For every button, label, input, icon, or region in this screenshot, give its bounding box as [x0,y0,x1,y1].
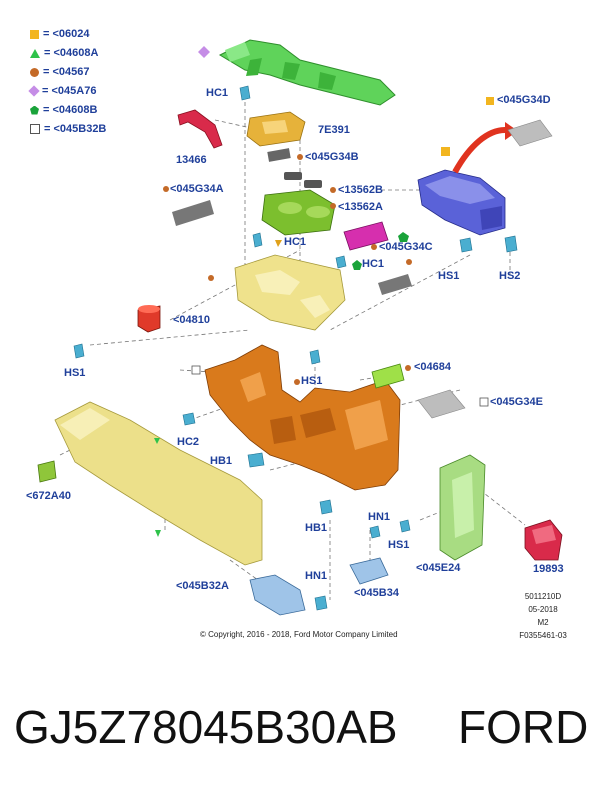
triangle-marker-icon [275,240,282,247]
circle-marker-icon [163,186,169,192]
label-13562a: <13562A [338,201,383,213]
part-04684 [371,363,405,389]
pentagon-icon [30,105,39,115]
circle-marker-icon [405,365,411,371]
triangle-icon [30,48,40,58]
part-19893 [524,519,563,561]
upper-green-frame [218,39,396,106]
main-bracket [204,344,401,491]
pad-045g34d [507,119,553,147]
box-marker-icon [191,365,201,375]
label-7e391: 7E391 [318,124,350,136]
label-hc2: HC2 [177,436,200,448]
bracket-045b34 [349,557,389,585]
circle-marker-icon [371,244,377,250]
label-hc1-top: HC1 [206,87,229,99]
bracket-045e24 [439,454,486,561]
label-13562b: <13562B [338,184,383,196]
label-hs1-center: HS1 [301,375,323,387]
legend-text: = <04567 [43,66,90,78]
label-045b34: <045B34 [354,587,399,599]
part-672a40 [37,460,57,483]
label-672a40: <672A40 [26,490,71,502]
part-number: GJ5Z78045B30AB [14,701,398,753]
label-hs1-right: HS1 [438,270,460,282]
legend-row-triangle: = <04608A [30,47,98,59]
pad-045g34e [417,389,466,419]
square-marker-icon [486,97,494,105]
label-hb1-bottom: HB1 [305,522,328,534]
label-045g34c: <045G34C [379,241,433,253]
legend-text: = <04608B [43,104,98,116]
armrest-lid [417,169,506,236]
side-panel [54,401,263,566]
label-045b32a: <045B32A [176,580,229,592]
pentagon-marker-icon [398,232,409,242]
trim-045g34c [343,221,389,251]
circle-marker-icon [297,154,303,160]
circle-marker-icon [330,203,336,209]
box-icon [30,124,40,134]
pale-yellow-frame [234,254,346,331]
legend-row-circle: = <04567 [30,66,90,78]
diamond-marker-icon [198,46,210,58]
triangle-marker-icon [155,530,161,537]
circle-marker-icon [294,379,300,385]
legend-row-box: = <045B32B [30,123,106,135]
label-hn1-bottom: HN1 [305,570,328,582]
legend-row-pentagon: = <04608B [30,104,97,116]
meta-rev: M2 [537,618,549,627]
brand-name: FORD [458,701,589,753]
label-hc1-mid: HC1 [284,236,307,248]
label-hc1-right: HC1 [362,258,385,270]
pad-13562b-a [284,172,302,180]
label-hs2: HS2 [499,270,521,282]
circle-marker-icon [208,275,214,281]
pad-045g34b [267,148,291,162]
legend-text: = <06024 [43,28,90,40]
label-04684: <04684 [414,361,452,373]
label-04810: <04810 [173,314,211,326]
pentagon-marker-icon [352,260,362,270]
label-hb1-left: HB1 [210,455,233,467]
box-marker-icon [479,397,489,407]
meta-code: 5011210D [524,592,562,601]
circle-marker-icon [406,259,412,265]
legend-text: = <045A76 [42,85,97,97]
square-marker-icon [441,147,450,156]
label-045g34d: <045G34D [497,94,551,106]
label-13466: 13466 [176,154,207,166]
clips [73,85,518,611]
pad-13562b-b [304,180,322,188]
parts-diagram [37,39,563,616]
pad-right [378,274,412,295]
pad-045g34a [172,200,214,226]
label-045g34b: <045G34B [305,151,359,163]
tray-7e391 [246,111,306,147]
bracket-045b32a [249,574,306,616]
diamond-icon [28,85,40,97]
meta-date: 05-2018 [528,605,558,614]
cup-04810 [137,305,161,333]
label-hn1-top: HN1 [368,511,391,523]
copyright-text: © Copyright, 2016 - 2018, Ford Motor Com… [200,630,398,639]
cupholder-13562a [261,189,336,236]
triangle-marker-icon [154,438,160,444]
circle-marker-icon [330,187,336,193]
label-hs1-bottom: HS1 [388,539,410,551]
legend-text: = <045B32B [44,123,107,135]
label-045e24: <045E24 [416,562,461,574]
square-icon [30,29,39,39]
legend-row-square: = <06024 [30,28,90,40]
arrow-045g34d [452,127,506,174]
meta-ref: F0355461-03 [519,631,567,640]
label-045g34a: <045G34A [170,183,224,195]
legend-row-diamond: = <045A76 [28,85,97,97]
red-trim-13466 [177,109,223,149]
legend-text: = <04608A [44,47,99,59]
label-19893: 19893 [533,563,564,575]
label-hs1-left: HS1 [64,367,86,379]
circle-icon [30,67,39,77]
label-045g34e: <045G34E [490,396,543,408]
